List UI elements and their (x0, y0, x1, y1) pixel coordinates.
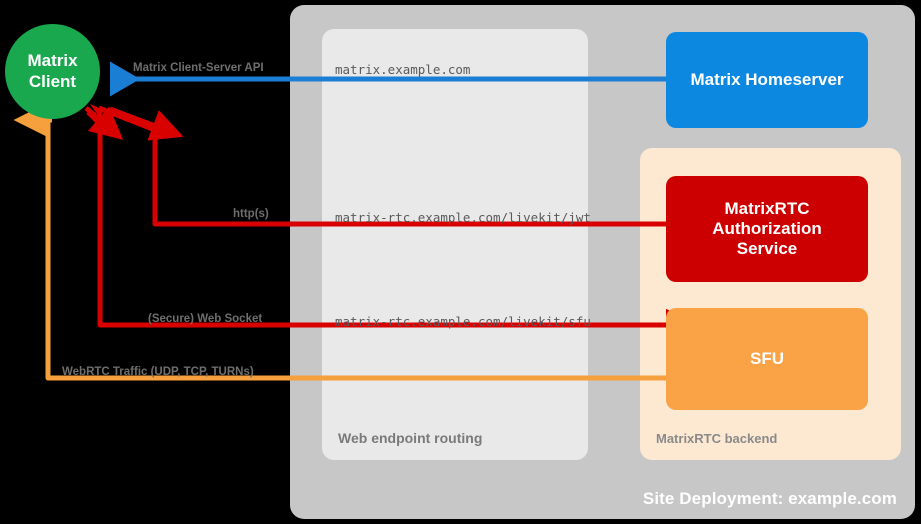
edge-label-https: http(s) (233, 208, 269, 220)
node-matrix-client[interactable]: Matrix Client (5, 24, 100, 119)
endpoint-label-livekit-sfu: matrix-rtc.example.com/livekit/sfu (335, 314, 591, 329)
node-auth-service-lines: MatrixRTC Authorization Service (712, 199, 822, 259)
web-endpoint-routing-container: Web endpoint routing (322, 29, 588, 460)
node-sfu[interactable]: SFU (666, 308, 868, 410)
node-matrix-client-line1: Matrix (27, 51, 78, 71)
node-auth-service-line2: Authorization (712, 218, 822, 238)
node-sfu-label: SFU (750, 348, 784, 368)
node-matrix-client-line2: Client (28, 71, 77, 91)
endpoint-label-matrix-example-com: matrix.example.com (335, 62, 471, 77)
web-endpoint-routing-label: Web endpoint routing (338, 430, 483, 446)
node-matrix-homeserver-label: Matrix Homeserver (690, 69, 844, 89)
node-matrix-homeserver[interactable]: Matrix Homeserver (666, 32, 868, 128)
node-auth-service-line3: Service (736, 239, 798, 259)
edge-label-web-socket: (Secure) Web Socket (148, 313, 263, 325)
matrixrtc-backend-label: MatrixRTC backend (656, 431, 778, 446)
node-auth-service-line1: MatrixRTC (724, 198, 810, 218)
edge-label-client-server-api: Matrix Client-Server API (133, 62, 264, 74)
node-matrixrtc-authorization-service[interactable]: MatrixRTC Authorization Service (666, 176, 868, 282)
endpoint-label-livekit-jwt: matrix-rtc.example.com/livekit/jwt (335, 210, 591, 225)
site-deployment-title: Site Deployment: example.com (642, 489, 897, 508)
edge-label-webrtc-traffic: WebRTC Traffic (UDP, TCP, TURNs) (62, 366, 254, 378)
